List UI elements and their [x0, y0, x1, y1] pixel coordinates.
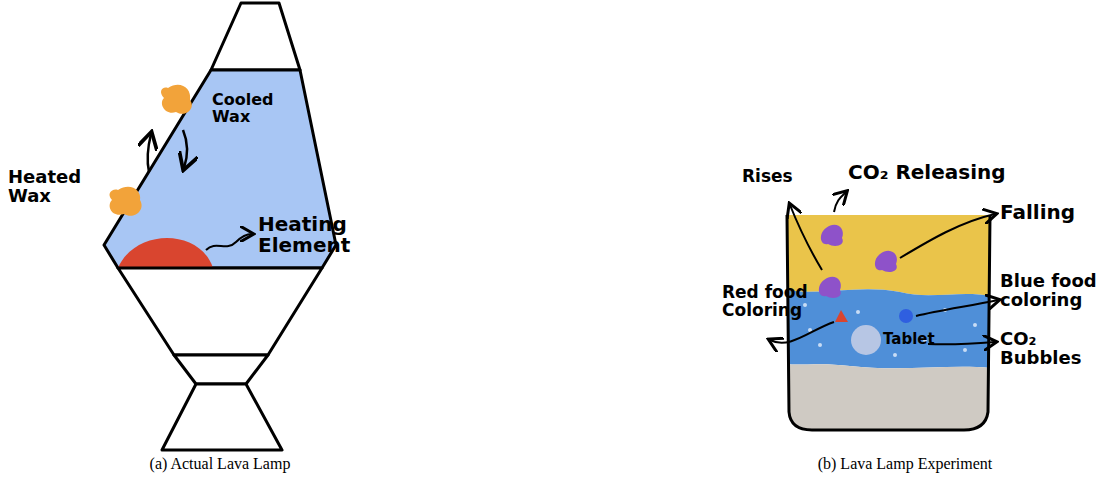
motion-label: Falling	[1000, 202, 1100, 223]
fall-arrow	[183, 130, 187, 168]
gas-label: CO₂ Bubbles	[1000, 330, 1100, 368]
rise-arrow	[148, 134, 151, 172]
cooled-wax	[161, 85, 192, 114]
tablet-label: Tablet	[883, 332, 953, 348]
color-label: Red food Coloring	[722, 284, 812, 320]
heated-wax	[110, 187, 142, 216]
motion-label: Rises	[742, 168, 812, 186]
color-label: Blue food coloring	[1000, 272, 1112, 310]
element-label: Heating Element	[258, 214, 378, 256]
experiment-cup	[787, 215, 990, 430]
gas-label: CO₂ Releasing	[848, 162, 1048, 183]
wax-label: Cooled Wax	[212, 92, 282, 126]
figure-caption: (b) Lava Lamp Experiment	[805, 456, 1005, 473]
leader-line	[206, 234, 252, 250]
figure-caption: (a) Actual Lava Lamp	[120, 456, 320, 473]
leader-lines	[770, 192, 998, 344]
wax-label: Heated Wax	[8, 168, 88, 206]
